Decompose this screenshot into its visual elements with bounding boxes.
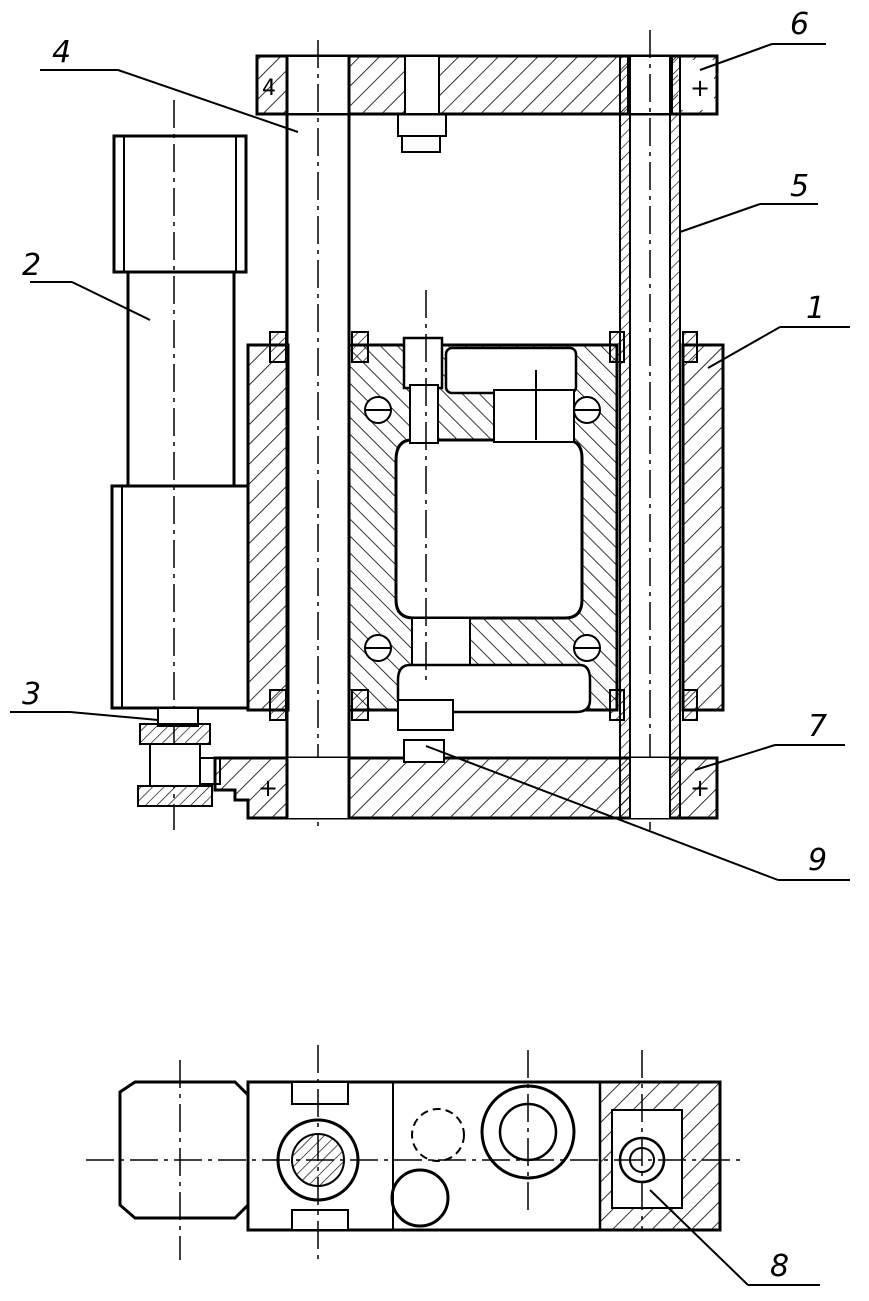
guide-column-left — [285, 40, 351, 832]
callout-4: 4 — [52, 35, 71, 70]
front-section-view: 4 + — [110, 30, 725, 832]
leader-lines — [10, 43, 850, 1286]
callout-2: 2 — [22, 248, 41, 283]
bottom-plate — [213, 739, 719, 820]
callout-6: 6 — [790, 7, 809, 42]
hydraulic-cylinder — [110, 100, 250, 830]
plan-view — [86, 1045, 740, 1260]
callout-3: 3 — [22, 677, 41, 712]
top-plate — [255, 54, 719, 116]
plate-mark-top-right: + — [690, 74, 710, 102]
callout-7: 7 — [808, 709, 827, 744]
callout-8: 8 — [770, 1249, 789, 1284]
callout-5: 5 — [790, 169, 809, 204]
top-bolt — [397, 113, 447, 153]
housing-bore-markers — [364, 396, 601, 662]
callouts: 4 2 3 6 5 1 7 9 8 — [22, 7, 827, 1284]
plate-mark-bottom-left: + — [258, 774, 278, 802]
callout-9: 9 — [808, 843, 827, 878]
fitting — [137, 723, 221, 807]
guide-tube-right — [619, 30, 681, 830]
plate-mark-bottom-right: + — [690, 774, 710, 802]
plate-mark-top: 4 — [262, 76, 276, 101]
main-housing — [246, 290, 725, 731]
callout-1: 1 — [806, 291, 825, 326]
